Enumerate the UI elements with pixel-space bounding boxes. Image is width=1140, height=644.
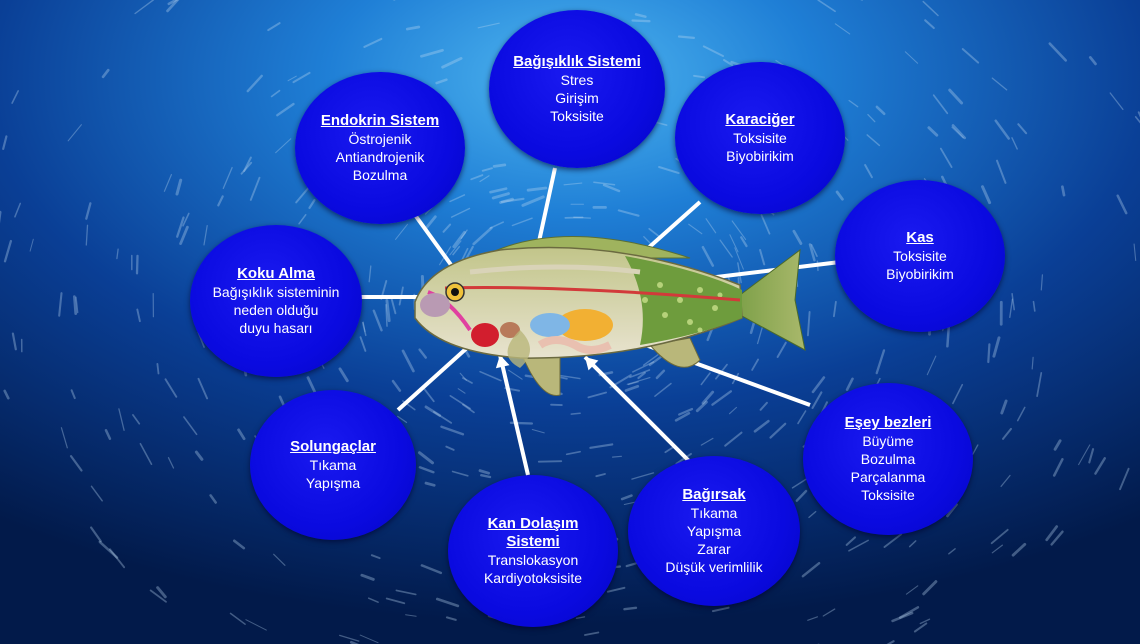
- background-fish: [137, 256, 138, 273]
- background-fish: [679, 37, 694, 38]
- bubble-title: Bağışıklık Sistemi: [513, 53, 641, 71]
- bubble-item: Biyobirikim: [886, 265, 954, 283]
- background-fish: [1062, 187, 1064, 195]
- bubble-item: Bağışıklık sisteminin: [213, 283, 340, 301]
- background-fish: [624, 608, 636, 609]
- bubble-circulatory-system: Kan Dolaşım Sistemi Translokasyon Kardiy…: [448, 475, 618, 627]
- bubble-item: Östrojenik: [348, 130, 411, 148]
- bubble-item: Antiandrojenik: [336, 148, 425, 166]
- bubble-item: Biyobirikim: [726, 147, 794, 165]
- bubble-item: Stres: [561, 71, 594, 89]
- bubble-item: Bozulma: [353, 166, 407, 184]
- bubble-title: Kan Dolaşım Sistemi: [478, 515, 588, 551]
- bubble-title: Bağırsak: [682, 486, 745, 504]
- bubble-gonads: Eşey bezleri Büyüme Bozulma Parçalanma T…: [803, 383, 973, 535]
- bubble-title: Koku Alma: [237, 265, 315, 283]
- bubble-item: Girişim: [555, 89, 599, 107]
- bubble-item: Zarar: [697, 540, 730, 558]
- bubble-item: Bozulma: [861, 450, 915, 468]
- bubble-item: Toksisite: [861, 486, 915, 504]
- bubble-item: Toksisite: [733, 129, 787, 147]
- bubble-title: Eşey bezleri: [845, 414, 932, 432]
- bubble-olfaction: Koku Alma Bağışıklık sisteminin neden ol…: [190, 225, 362, 377]
- bubble-item: Translokasyon: [488, 551, 579, 569]
- bubble-item: Tıkama: [310, 456, 357, 474]
- bubble-item: Büyüme: [862, 432, 913, 450]
- bubble-intestine: Bağırsak Tıkama Yapışma Zarar Düşük veri…: [628, 456, 800, 606]
- background-fish: [633, 21, 650, 22]
- background-fish: [539, 461, 562, 462]
- background-fish: [988, 344, 989, 362]
- bubble-item: Tıkama: [691, 504, 738, 522]
- background-fish: [386, 305, 387, 326]
- bubble-muscle: Kas Toksisite Biyobirikim: [835, 180, 1005, 332]
- bubble-title: Karaciğer: [725, 111, 794, 129]
- bubble-item: Yapışma: [306, 474, 360, 492]
- bubble-item: duyu hasarı: [239, 319, 312, 337]
- bubble-title: Solungaçlar: [290, 438, 376, 456]
- bubble-item: Düşük verimlilik: [665, 558, 762, 576]
- bubble-item: Toksisite: [550, 107, 604, 125]
- background-fish: [157, 364, 158, 374]
- background-fish: [613, 456, 622, 457]
- bubble-liver: Karaciğer Toksisite Biyobirikim: [675, 62, 845, 214]
- bubble-gills: Solungaçlar Tıkama Yapışma: [250, 390, 416, 540]
- bubble-title: Kas: [906, 229, 934, 247]
- bubble-item: Toksisite: [893, 247, 947, 265]
- background-fish: [571, 413, 580, 414]
- bubble-immune-system: Bağışıklık Sistemi Stres Girişim Toksisi…: [489, 10, 665, 168]
- bubble-title: Endokrin Sistem: [321, 112, 439, 130]
- bubble-item: Parçalanma: [851, 468, 926, 486]
- bubble-item: Yapışma: [687, 522, 741, 540]
- bubble-item: Kardiyotoksisite: [484, 569, 582, 587]
- bubble-endocrine-system: Endokrin Sistem Östrojenik Antiandrojeni…: [295, 72, 465, 224]
- bubble-item: neden olduğu: [234, 301, 319, 319]
- background-fish: [494, 165, 505, 167]
- background-fish: [74, 297, 75, 314]
- background-fish: [574, 217, 591, 218]
